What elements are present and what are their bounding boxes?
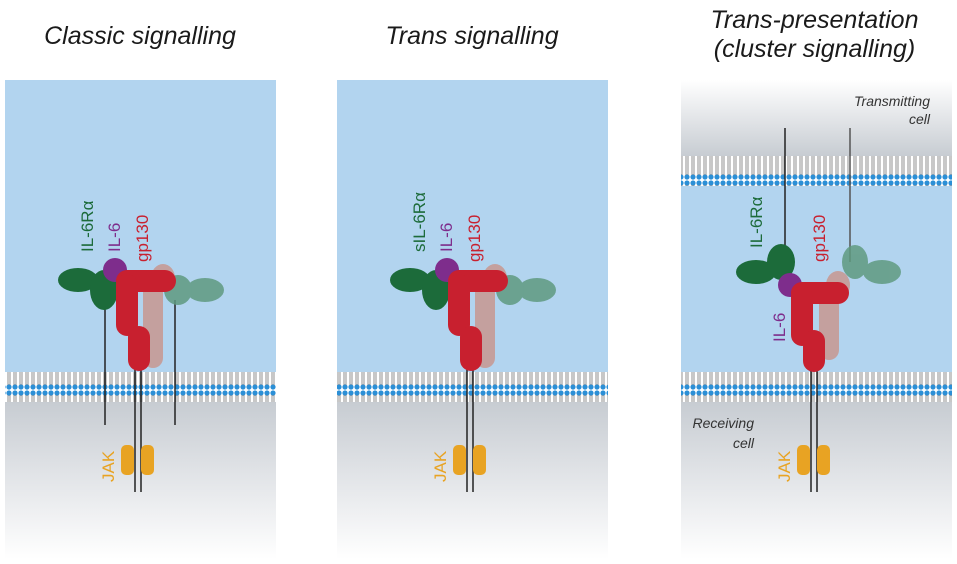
label-il6: IL-6 [105, 223, 124, 252]
panel-title-line-1: Trans-presentation [710, 6, 919, 34]
label-transmitting-cell-line-2: cell [909, 111, 931, 127]
label-gp130: gp130 [810, 215, 829, 262]
label-receiving-cell-line-2: cell [733, 435, 755, 451]
panel-title-trans-presentation: Trans-presentation (cluster signalling) [672, 6, 957, 64]
panel-trans-signalling: sIL-6Rα IL-6 gp130 JAK [337, 80, 608, 559]
label-il6ra: IL-6Rα [78, 200, 97, 252]
label-il6: IL-6 [770, 313, 789, 342]
panel-classic-signalling: IL-6Rα IL-6 gp130 JAK [5, 80, 276, 559]
label-jak: JAK [431, 450, 450, 482]
label-il6: IL-6 [437, 223, 456, 252]
extracellular-space [5, 80, 276, 372]
label-gp130: gp130 [133, 215, 152, 262]
label-il6ra: IL-6Rα [747, 196, 766, 248]
extracellular-space [337, 80, 608, 372]
il6ra-receptor [736, 244, 795, 284]
gp130-receptor [791, 282, 849, 372]
label-transmitting-cell-line-1: Transmitting [854, 93, 930, 109]
transmitting-cell-cytoplasm [681, 80, 952, 156]
label-sil6ra: sIL-6Rα [410, 192, 429, 252]
panel-title-line-2: (cluster signalling) [713, 35, 916, 63]
panel-title-classic-signalling: Classic signalling [44, 22, 236, 50]
label-jak: JAK [775, 450, 794, 482]
label-gp130: gp130 [465, 215, 484, 262]
gp130-receptor [448, 270, 508, 371]
panel-title-trans-signalling: Trans signalling [385, 22, 559, 50]
transmitting-cell-membrane [681, 156, 952, 186]
label-receiving-cell-line-1: Receiving [693, 415, 755, 431]
panel-trans-presentation: IL-6Rα IL-6 gp130 JAK Transmitting cell … [681, 80, 952, 559]
gp130-receptor [116, 270, 176, 371]
jak-kinase [121, 445, 154, 475]
jak-kinase [797, 445, 830, 475]
il6ra-receptor [58, 268, 118, 310]
jak-kinase [453, 445, 486, 475]
label-jak: JAK [99, 450, 118, 482]
